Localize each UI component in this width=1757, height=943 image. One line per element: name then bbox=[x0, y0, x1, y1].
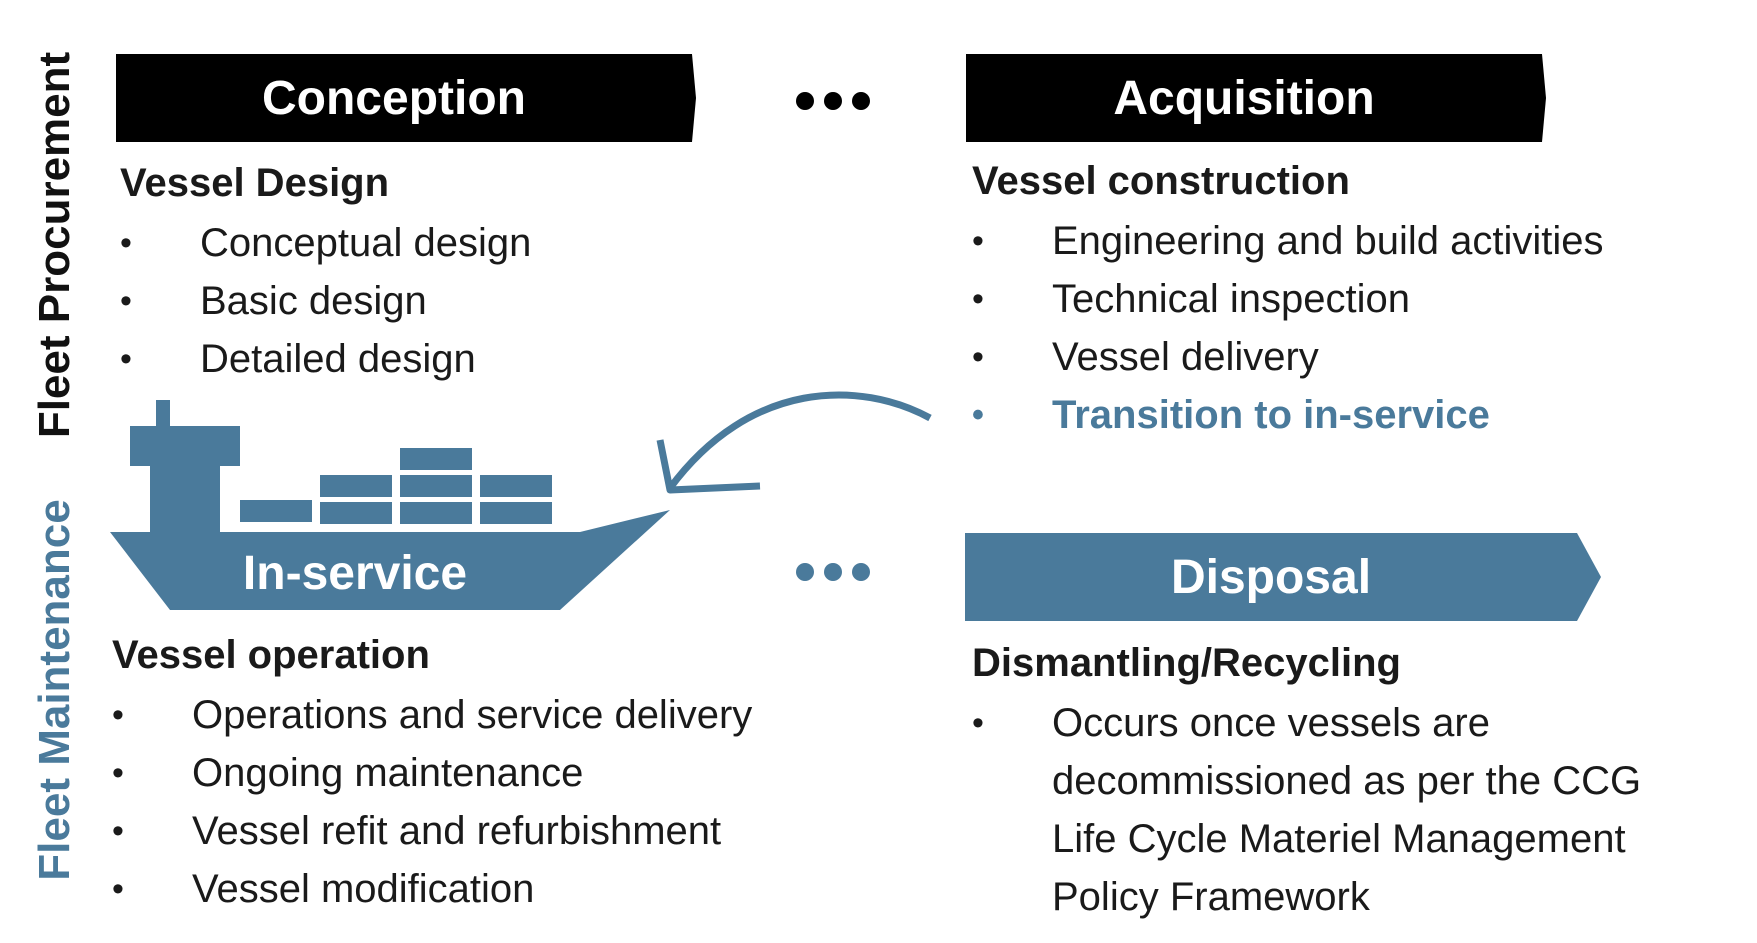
vessel-operation-section: Vessel operation Operations and service … bbox=[112, 632, 872, 918]
list-item-highlight: Transition to in-service bbox=[972, 386, 1732, 444]
disposal-label: Disposal bbox=[1170, 550, 1372, 604]
ellipsis-top bbox=[796, 92, 870, 110]
fleet-procurement-label: Fleet Procurement bbox=[30, 51, 79, 439]
list-item: Vessel modification bbox=[112, 860, 872, 918]
list-item: Operations and service delivery bbox=[112, 686, 872, 744]
in-service-label: In-service bbox=[242, 547, 468, 600]
vessel-construction-title: Vessel construction bbox=[972, 159, 1350, 203]
list-item: Basic design bbox=[120, 272, 760, 330]
dot bbox=[824, 563, 842, 581]
disposal-line: Occurs once vessels are bbox=[1052, 701, 1490, 745]
dot bbox=[852, 563, 870, 581]
vessel-design-section: Vessel Design Conceptual design Basic de… bbox=[120, 160, 760, 388]
conception-label: Conception bbox=[262, 71, 526, 125]
vessel-construction-section: Vessel construction Engineering and buil… bbox=[972, 158, 1732, 444]
list-item: Conceptual design bbox=[120, 214, 760, 272]
list-item: Occurs once vessels are decommissioned a… bbox=[972, 694, 1732, 926]
dot bbox=[824, 92, 842, 110]
list-item: Vessel refit and refurbishment bbox=[112, 802, 872, 860]
dot bbox=[796, 563, 814, 581]
vessel-design-title: Vessel Design bbox=[120, 161, 390, 205]
list-item: Vessel delivery bbox=[972, 328, 1732, 386]
ellipsis-bottom bbox=[796, 563, 870, 581]
list-item: Engineering and build activities bbox=[972, 212, 1732, 270]
vessel-operation-title: Vessel operation bbox=[112, 633, 430, 677]
list-item: Technical inspection bbox=[972, 270, 1732, 328]
container-ship-icon bbox=[110, 400, 670, 610]
dot bbox=[796, 92, 814, 110]
list-item: Detailed design bbox=[120, 330, 760, 388]
conception-banner: Conception bbox=[116, 54, 696, 142]
transition-arrow-icon bbox=[656, 391, 932, 494]
dot bbox=[852, 92, 870, 110]
disposal-line: Life Cycle Materiel Management bbox=[1052, 817, 1626, 861]
dismantling-title: Dismantling/Recycling bbox=[972, 641, 1401, 685]
disposal-line: decommissioned as per the CCG bbox=[1052, 759, 1642, 803]
fleet-maintenance-label: Fleet Maintenance bbox=[30, 499, 79, 881]
disposal-banner: Disposal bbox=[965, 533, 1601, 621]
list-item: Ongoing maintenance bbox=[112, 744, 872, 802]
acquisition-label: Acquisition bbox=[1113, 71, 1375, 125]
dismantling-section: Dismantling/Recycling Occurs once vessel… bbox=[972, 640, 1732, 926]
disposal-line: Policy Framework bbox=[1052, 875, 1370, 919]
acquisition-banner: Acquisition bbox=[966, 54, 1546, 142]
